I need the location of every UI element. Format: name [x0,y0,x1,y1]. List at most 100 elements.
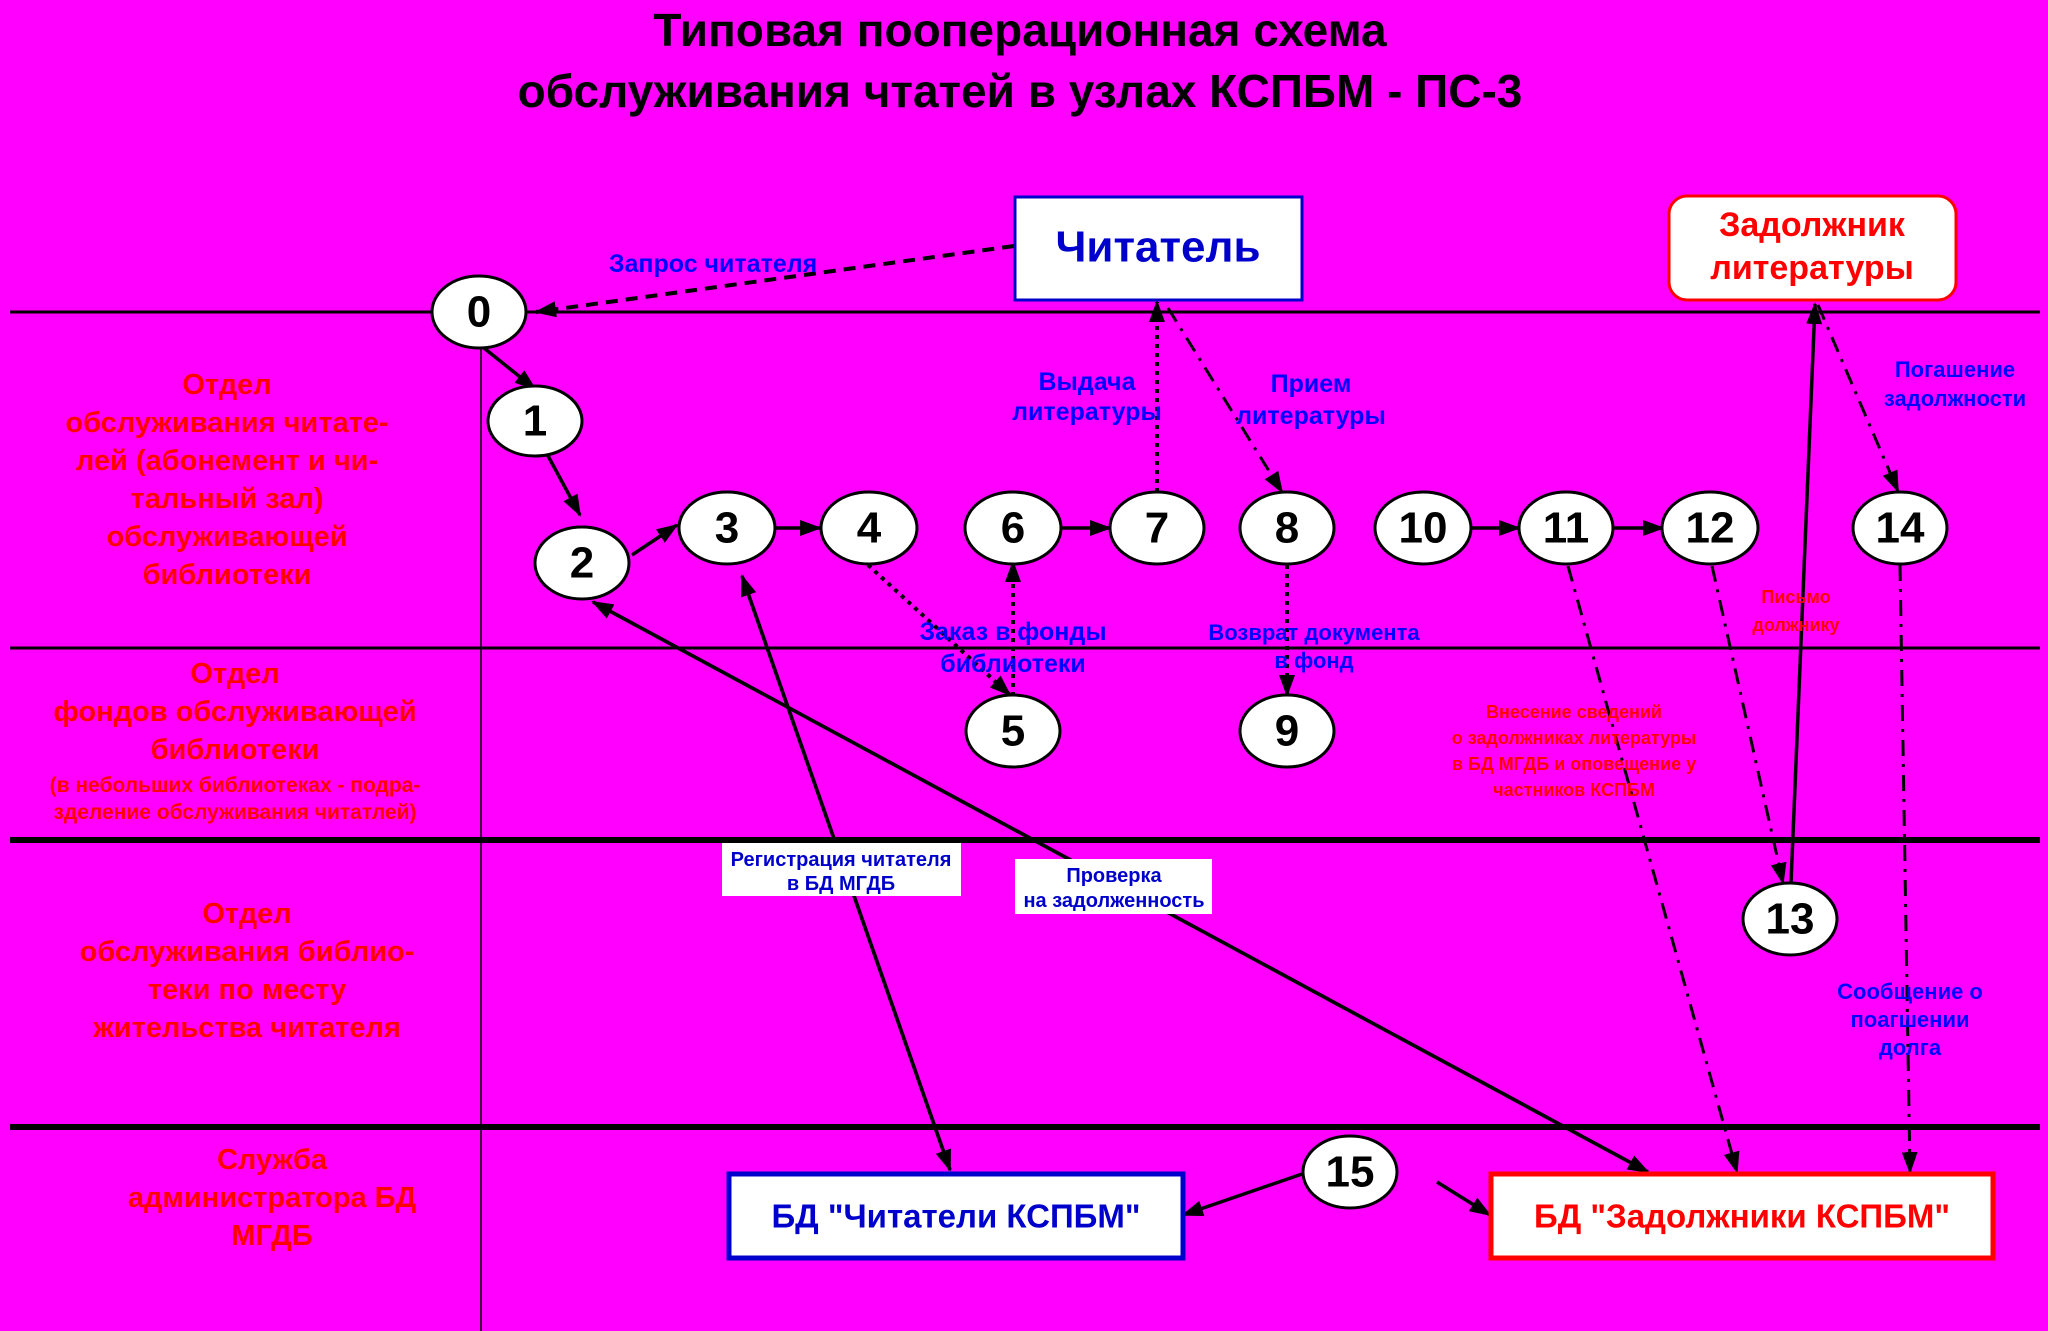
svg-text:7: 7 [1145,504,1169,553]
node-4[interactable]: 4 [819,490,919,566]
db-readers-label: БД "Читатели КСПБМ" [771,1198,1140,1235]
label-repay-msg: Сообщение о поагшении долга [1837,979,1983,1060]
arrow-0-to-1 [482,346,537,391]
svg-text:долга: долга [1879,1035,1942,1060]
label-issue: Выдача литературы [1012,368,1162,426]
node-9[interactable]: 9 [1238,693,1336,769]
svg-text:Служба: Служба [217,1144,328,1176]
svg-text:15: 15 [1326,1148,1375,1197]
svg-text:Заказ в фонды: Заказ в фонды [919,618,1106,646]
node-7[interactable]: 7 [1108,490,1206,566]
reader-box[interactable]: Читатель [1013,195,1304,302]
arrow-13-to-debtor [1789,302,1823,884]
arrow-12-to-13 [1710,565,1787,885]
svg-text:8: 8 [1275,504,1299,553]
lane-label-db-admin: Служба администратора БД МГДБ [128,1144,417,1252]
svg-text:должнику: должнику [1752,615,1839,635]
svg-text:Отдел: Отдел [190,658,279,690]
node-15[interactable]: 15 [1301,1134,1399,1210]
svg-text:Регистрация читателя: Регистрация читателя [731,849,952,871]
svg-text:обслуживания читате-: обслуживания читате- [65,407,388,439]
node-5[interactable]: 5 [964,693,1062,769]
node-10[interactable]: 10 [1373,490,1473,566]
lane-label-funds: Отдел фондов обслуживающей библиотеки (в… [50,658,421,824]
svg-text:9: 9 [1275,707,1299,756]
svg-text:0: 0 [467,288,491,337]
svg-text:на задолженность: на задолженность [1023,890,1204,912]
svg-text:задолжности: задолжности [1884,386,2026,411]
db-debtors-box[interactable]: БД "Задолжники КСПБМ" [1488,1171,1996,1261]
svg-text:Письмо: Письмо [1761,587,1830,607]
label-check: Проверка на задолженность [1015,859,1212,914]
svg-text:12: 12 [1686,504,1735,553]
label-debtor-info: Внесение сведений о задолжниках литерату… [1452,702,1697,800]
svg-text:6: 6 [1001,504,1025,553]
svg-text:теки по месту: теки по месту [148,974,346,1006]
node-12[interactable]: 12 [1660,490,1760,566]
debtor-box[interactable]: Задолжник литературы [1667,194,1958,302]
arrow-11-to-db-debtors [1566,565,1740,1174]
svg-text:обслуживания библио-: обслуживания библио- [80,936,415,968]
arrow-1-to-2 [545,453,582,517]
label-receive: Прием литературы [1236,370,1386,430]
arrow-2-to-3 [631,523,679,557]
title-line-2: обслуживания чтатей в узлах КСПБМ - ПС-3 [518,65,1523,117]
svg-text:в БД МГДБ: в БД МГДБ [787,873,895,895]
arrow-15-to-db-debtors [1436,1180,1492,1217]
svg-text:частников КСПБМ: частников КСПБМ [1493,780,1655,800]
arrow-reader-to-0 [534,244,1015,318]
node-0[interactable]: 0 [430,274,528,350]
node-11[interactable]: 11 [1517,490,1615,566]
label-debt-repay: Погашение задолжности [1884,357,2026,411]
svg-text:1: 1 [523,397,547,446]
node-6[interactable]: 6 [963,490,1063,566]
svg-text:Выдача: Выдача [1039,368,1137,396]
node-8[interactable]: 8 [1238,490,1336,566]
svg-text:библиотеки: библиотеки [151,734,320,766]
node-14[interactable]: 14 [1851,490,1949,566]
svg-text:Внесение сведений: Внесение сведений [1486,702,1662,722]
svg-text:Отдел: Отдел [202,898,291,930]
title-line-1: Типовая пооперационная схема [653,4,1387,56]
svg-text:Возврат документа: Возврат документа [1208,620,1420,645]
svg-text:3: 3 [715,504,739,553]
label-return: Возврат документа в фонд [1208,620,1420,673]
node-13[interactable]: 13 [1741,881,1839,957]
debtor-label-line-2: литературы [1710,249,1914,287]
svg-text:Прием: Прием [1271,370,1352,398]
label-order: Заказ в фонды библиотеки [919,618,1106,678]
svg-text:5: 5 [1001,707,1025,756]
node-2[interactable]: 2 [533,525,631,601]
db-debtors-label: БД "Задолжники КСПБМ" [1534,1198,1950,1235]
node-3[interactable]: 3 [677,490,777,566]
svg-text:библиотеки: библиотеки [143,559,312,591]
svg-text:тальный зал): тальный зал) [131,483,324,515]
svg-text:11: 11 [1543,504,1590,553]
svg-text:Проверка: Проверка [1066,865,1162,887]
svg-text:14: 14 [1876,504,1925,553]
reader-label: Читатель [1055,223,1260,272]
svg-text:2: 2 [570,539,594,588]
svg-text:зделение обслуживания читатлей: зделение обслуживания читатлей) [53,801,416,824]
svg-text:литературы: литературы [1012,398,1162,426]
svg-text:в БД МГДБ и оповещение у: в БД МГДБ и оповещение у [1452,754,1696,774]
label-letter: Письмо должнику [1752,587,1839,635]
svg-text:10: 10 [1399,504,1448,553]
svg-text:библиотеки: библиотеки [940,650,1086,678]
svg-text:обслуживающей: обслуживающей [106,521,347,553]
svg-text:о задолжниках литературы: о задолжниках литературы [1452,728,1697,748]
node-1[interactable]: 1 [486,384,584,458]
svg-text:в фонд: в фонд [1274,648,1353,673]
svg-text:Сообщение о: Сообщение о [1837,979,1983,1004]
svg-text:жительства читателя: жительства читателя [92,1012,401,1044]
db-readers-box[interactable]: БД "Читатели КСПБМ" [726,1171,1186,1261]
svg-text:Отдел: Отдел [182,369,271,401]
svg-text:поагшении: поагшении [1850,1007,1969,1032]
svg-text:(в небольших библиотеках - под: (в небольших библиотеках - подра- [50,774,421,797]
svg-text:МГДБ: МГДБ [231,1220,312,1252]
lane-label-reader-service: Отдел обслуживания читате- лей (абонемен… [65,369,388,591]
svg-text:13: 13 [1766,895,1815,944]
svg-text:лей (абонемент и чи-: лей (абонемент и чи- [76,445,378,477]
svg-text:литературы: литературы [1236,402,1386,430]
